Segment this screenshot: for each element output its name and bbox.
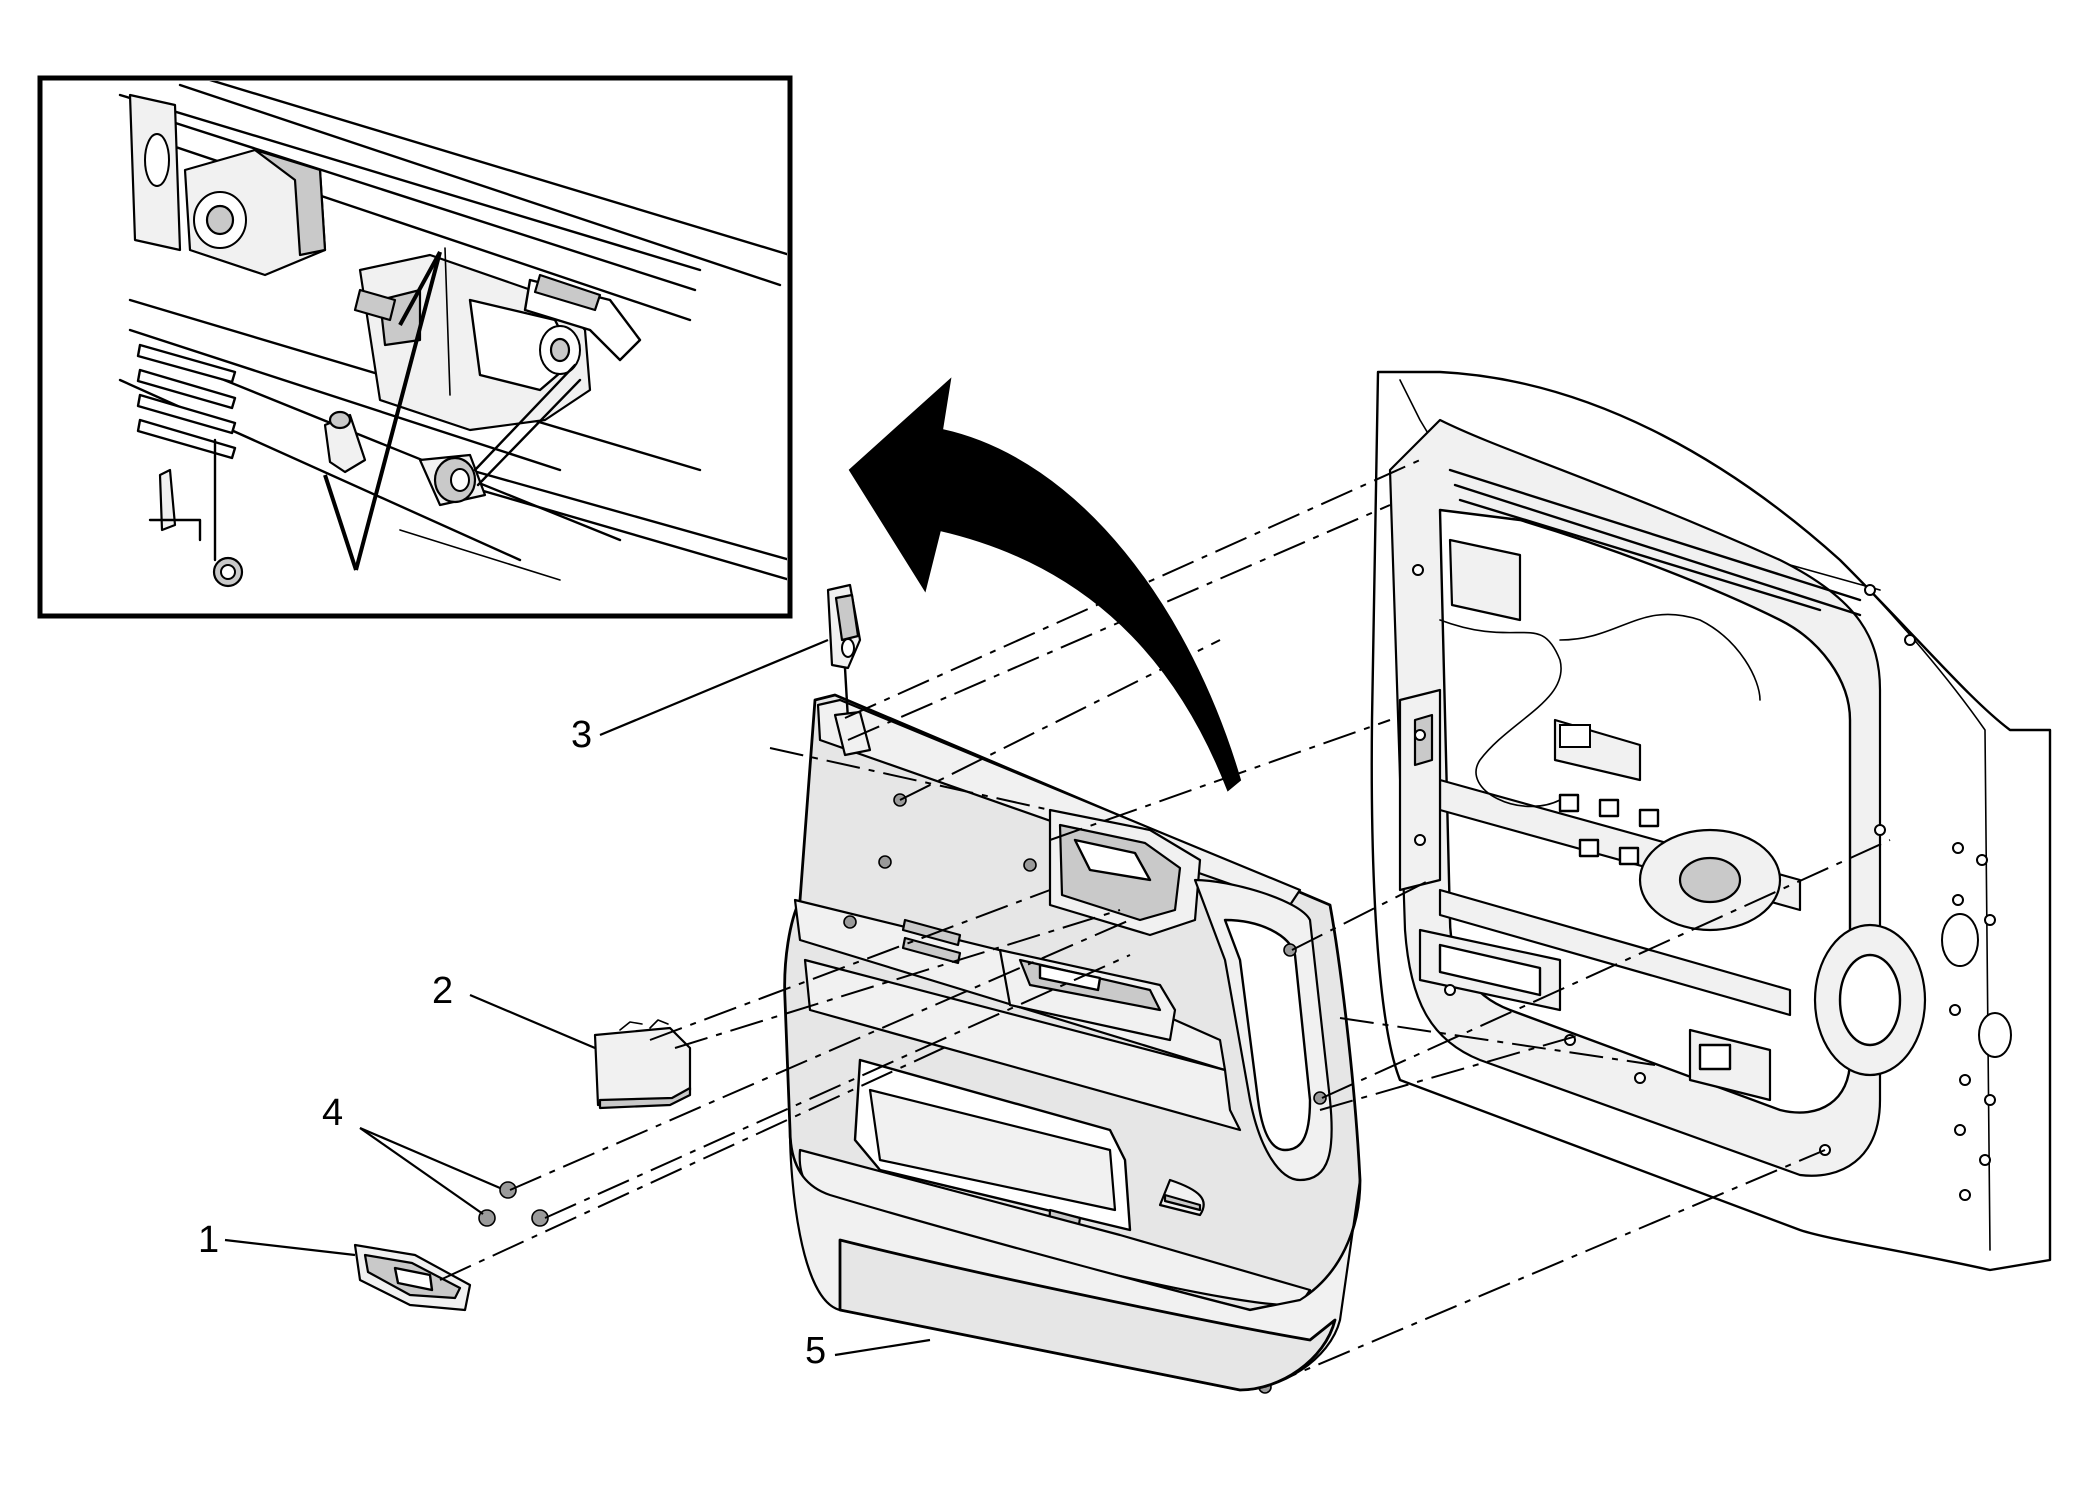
part-1-pull-cup [353, 1243, 472, 1312]
inset-latch-housing [183, 148, 327, 277]
detail-inset [37, 75, 793, 619]
callout-leaders [224, 638, 931, 1357]
door-trim-panel [783, 693, 1362, 1394]
inset-cable [418, 363, 787, 581]
part-2-bezel-cover [593, 1019, 692, 1110]
pull-handle [1048, 808, 1202, 937]
callout-3: 3 [571, 714, 592, 756]
part-3-switch-connector [826, 583, 872, 757]
switch-bezel-area [998, 948, 1177, 1042]
callout-labels: 1 2 3 4 5 [198, 714, 826, 1372]
inset-handle-assembly [358, 253, 642, 432]
callout-2: 2 [432, 970, 453, 1012]
callout-5: 5 [805, 1330, 826, 1372]
inset-vent-slots [136, 343, 237, 460]
inset-pointer-arrows [323, 247, 561, 581]
part-4-screws [478, 1181, 549, 1227]
callout-1: 1 [198, 1219, 219, 1261]
callout-4: 4 [322, 1092, 343, 1134]
assembly-alignment-lines [439, 459, 1891, 1388]
removal-direction-arrow [848, 377, 1242, 792]
door-inner-structure [1370, 370, 2052, 1272]
